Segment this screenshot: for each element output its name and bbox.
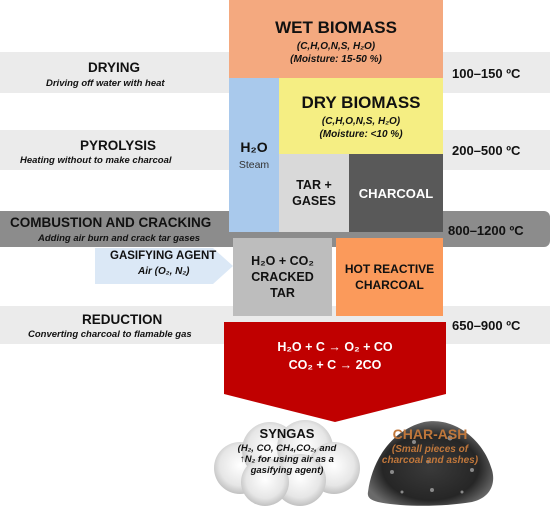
pyrolysis-subtitle: Heating without to make charcoal [20,155,172,166]
pyrolysis-title: PYROLYSIS [80,138,157,153]
wet-biomass-formula: (C,H,O,N,S, H₂O) [296,40,376,52]
syngas-title: SYNGAS [259,426,315,441]
char-ash-pile-icon [367,421,494,506]
hot-charcoal-line2: CHARCOAL [355,278,424,292]
reaction-arrow [224,322,446,422]
water-title: H₂O [240,139,268,155]
tar-gases-box: TAR + GASES [279,154,349,232]
reduction-subtitle: Converting charcoal to flamable gas [28,329,192,340]
wet-biomass-box: WET BIOMASS (C,H,O,N,S, H₂O) (Moisture: … [229,0,443,78]
reaction-line2: CO₂ + C → 2CO [288,358,382,372]
hot-charcoal-line1: HOT REACTIVE [344,262,435,276]
cracked-tar-line2: CRACKED [251,270,314,284]
syngas-cloud-icon [214,420,360,506]
water-steam-column: H₂O Steam [229,78,279,232]
cracked-tar-line1: H₂O + CO₂ [251,254,314,268]
gasifying-title: GASIFYING AGENT [110,250,217,262]
tar-gases-line1: TAR + [296,178,332,192]
syngas-label: SYNGAS (H₂, CO, CH₄,CO₂, and ↑N₂ for usi… [212,426,362,476]
gasifying-arrow [95,248,233,284]
char-ash-line2: charcoal and ashes) [381,455,479,466]
dry-biomass-moisture: (Moisture: <10 %) [319,128,403,140]
reaction-line1: H₂O + C → O₂ + CO [277,340,393,354]
reaction-text: H₂O + C → O₂ + CO CO₂ + C → 2CO [224,336,446,376]
dry-biomass-title: DRY BIOMASS [301,92,421,112]
water-subtitle: Steam [238,159,270,171]
gasifying-subtitle: Air (O₂, N₂) [138,266,190,277]
combustion-subtitle: Adding air burn and crack tar gases [38,233,201,244]
syngas-line3: gasifying agent) [250,465,324,476]
cracked-tar-line3: TAR [270,286,295,300]
charcoal-box: CHARCOAL [349,154,443,232]
syngas-line2: ↑N₂ for using air as a [240,454,334,465]
tar-gases-line2: GASES [292,194,336,208]
char-ash-label: CHAR-ASH (Small pieces of charcoal and a… [365,426,495,466]
reduction-title: REDUCTION [82,312,163,327]
drying-subtitle: Driving off water with heat [46,78,165,89]
wet-biomass-moisture: (Moisture: 15-50 %) [290,53,382,65]
char-ash-line1: (Small pieces of [391,444,469,455]
pyrolysis-temp: 200–500 ºC [452,143,521,158]
reduction-temp: 650–900 ºC [452,318,521,333]
char-ash-title: CHAR-ASH [392,426,468,442]
wet-biomass-title: WET BIOMASS [275,17,397,37]
charcoal-title: CHARCOAL [358,185,434,201]
cracked-tar-box: H₂O + CO₂ CRACKED TAR [233,238,332,316]
combustion-title: COMBUSTION AND CRACKING [10,215,212,230]
combustion-temp: 800–1200 ºC [448,223,524,238]
hot-charcoal-box: HOT REACTIVE CHARCOAL [336,238,443,316]
drying-title: DRYING [88,60,141,75]
syngas-line1: (H₂, CO, CH₄,CO₂, and [237,443,337,454]
dry-biomass-formula: (C,H,O,N,S, H₂O) [321,115,401,127]
dry-biomass-box: DRY BIOMASS (C,H,O,N,S, H₂O) (Moisture: … [279,78,443,154]
drying-temp: 100–150 ºC [452,66,521,81]
